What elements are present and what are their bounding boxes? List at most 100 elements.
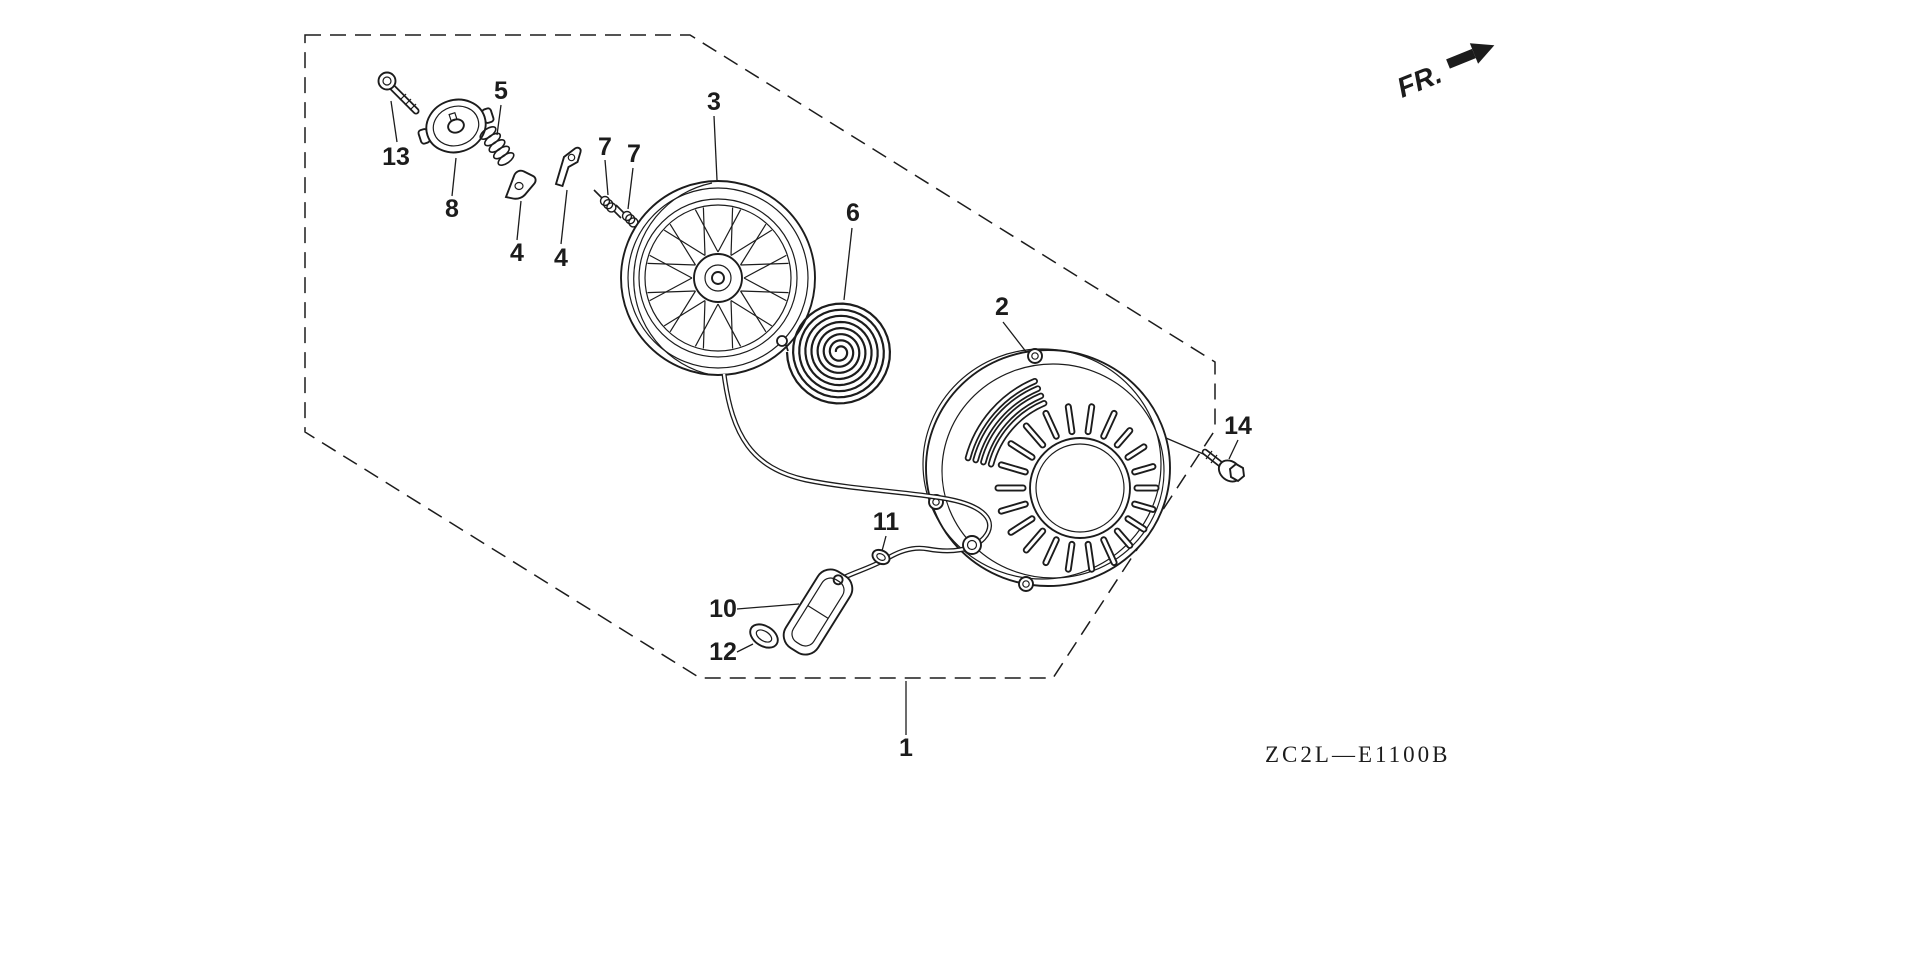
part-label-14: 14: [1224, 412, 1252, 440]
leader-10: [736, 603, 800, 610]
reel-spoke: [739, 223, 767, 266]
reel-spoke: [730, 299, 773, 327]
plate-8-inner-rim: [432, 105, 480, 147]
part-bolt-13: [377, 71, 420, 115]
reel-spoke: [663, 229, 706, 257]
curved-vent-core: [981, 394, 1043, 464]
drawing-code: ZC2L—E1100B: [1265, 742, 1450, 767]
spring-7-coil: [599, 195, 611, 207]
curved-vent-core: [989, 401, 1046, 466]
part-starter-housing-2: [922, 348, 1171, 592]
part-starter-grip-10: [782, 568, 854, 656]
leader-4b: [560, 189, 568, 245]
vent-slot-core: [1133, 465, 1155, 474]
reel-spoke: [694, 209, 719, 253]
vent-slot-core: [999, 463, 1027, 474]
bolt-13-thread: [399, 93, 407, 101]
reel-spoke: [717, 209, 742, 253]
spring-7-leg: [613, 210, 622, 219]
reel-spoke: [743, 254, 787, 279]
reel-spoke: [730, 207, 734, 256]
reel-spoke: [669, 290, 697, 333]
part-label-13: 13: [382, 143, 410, 171]
friction-spring-part-5: [479, 125, 515, 167]
reel-hub-inner: [704, 264, 732, 292]
pawl-4a-hole: [514, 181, 524, 191]
vent-slot-core: [1009, 517, 1034, 534]
vent-slot-core: [1102, 411, 1116, 438]
vent-slot-core: [1009, 442, 1034, 459]
reel-web-boundary: [644, 204, 792, 352]
reel-spoke: [743, 277, 787, 302]
reel-spoke: [740, 290, 789, 294]
reel-sheave-groove: [638, 198, 798, 358]
vent-slot-core: [1126, 517, 1146, 531]
rope-guide-boss: [962, 535, 982, 555]
reel-spoke: [730, 300, 734, 349]
leader-7a: [604, 159, 609, 196]
part-number-labels: 13 8 5 4 4 7 7 3 6 2 14 11 10 12 1: [382, 77, 1252, 762]
bolt-14-hex-head: [1228, 462, 1246, 483]
fr-arrow-icon: [1446, 43, 1495, 69]
reel-spoke: [740, 262, 789, 266]
part-friction-plate-8: [417, 98, 495, 154]
reel-spoke: [669, 223, 697, 266]
part-pawl-4a: [504, 169, 537, 200]
rope-stay-hole: [876, 553, 886, 561]
leader-12: [736, 643, 754, 653]
pawl-4a-body: [504, 169, 537, 200]
reel-spoke: [730, 229, 773, 257]
part-label-6: 6: [846, 199, 860, 227]
housing-ear: [1018, 576, 1034, 592]
reel-spokes: [647, 207, 789, 349]
housing-rim-depth-edge: [922, 348, 1162, 580]
part-label-2: 2: [995, 293, 1009, 321]
curved-vent-core: [974, 387, 1040, 462]
vent-slot-core: [999, 502, 1027, 513]
housing-curved-vents: [964, 377, 1048, 468]
spring-outer-hook: [776, 335, 788, 347]
leader-6: [843, 227, 853, 301]
part-label-10: 10: [709, 595, 737, 623]
curved-vent-core: [966, 379, 1037, 460]
part-bolt-14: [1201, 448, 1246, 483]
recoil-spring-part-6: [776, 302, 892, 405]
vent-slot-core: [1126, 445, 1146, 459]
rope-stay-body: [871, 548, 891, 566]
bolt-13-thread: [404, 98, 412, 106]
reel-spoke: [647, 290, 696, 294]
spring-7-leg: [615, 204, 625, 214]
insert-inner: [755, 629, 773, 643]
bolt-14-thread: [1205, 450, 1213, 460]
reel-spoke: [649, 254, 693, 279]
bolt-13-head-center: [382, 76, 392, 86]
vent-slot-core: [1066, 542, 1074, 571]
reel-spoke: [663, 299, 706, 327]
vent-slot-core: [1044, 538, 1058, 565]
spring-hook-link: [785, 344, 789, 352]
plate-8-keyway: [448, 111, 458, 122]
fr-arrow-head: [1469, 43, 1495, 64]
part-label-1: 1: [899, 734, 913, 762]
part-label-4a: 4: [510, 239, 524, 267]
vent-slot-core: [1115, 529, 1132, 548]
housing-ear-hole: [1031, 352, 1039, 360]
vent-slot-core: [1102, 538, 1116, 565]
part-label-11: 11: [873, 508, 900, 536]
part-label-8: 8: [445, 195, 459, 223]
assembly-boundary-outline: [304, 34, 1216, 679]
vent-slot-core: [1086, 542, 1094, 571]
reel-spoke: [702, 207, 706, 256]
bolt-14-thread: [1210, 454, 1218, 464]
housing-center-opening: [1029, 437, 1131, 539]
rope-guide-boss-hole: [966, 539, 978, 551]
spring-spiral-coil: [785, 302, 892, 405]
spring-7-coil: [603, 198, 614, 210]
part-label-5: 5: [494, 77, 508, 105]
reel-spoke: [649, 277, 693, 302]
leader-4a: [516, 200, 522, 241]
vent-slot-core: [1044, 411, 1058, 438]
vent-slot-core: [1115, 429, 1132, 447]
